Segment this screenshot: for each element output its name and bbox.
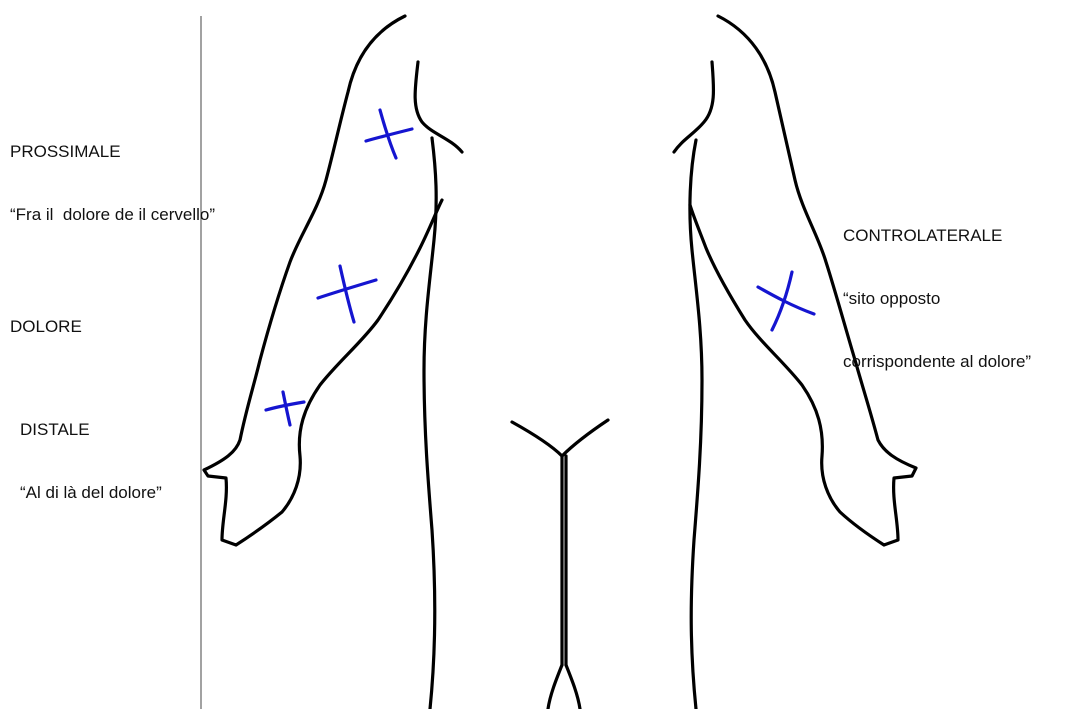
pain-title: DOLORE	[10, 316, 82, 337]
marker-contralateral	[758, 272, 814, 330]
marker-pain	[318, 266, 376, 322]
marker-distal	[266, 392, 304, 425]
contralateral-description-line1: “sito opposto	[843, 288, 1031, 309]
distal-title: DISTALE	[20, 419, 162, 440]
proximal-description: “Fra il dolore de il cervello”	[10, 204, 215, 225]
contralateral-label: CONTROLATERALE “sito opposto corrisponde…	[843, 183, 1031, 393]
proximal-title: PROSSIMALE	[10, 141, 215, 162]
contralateral-title: CONTROLATERALE	[843, 225, 1031, 246]
legs-outline	[512, 420, 608, 709]
proximal-label: PROSSIMALE “Fra il dolore de il cervello…	[10, 99, 215, 246]
distal-label: DISTALE “Al di là del dolore”	[20, 377, 162, 524]
left-arm-outline	[204, 16, 462, 545]
contralateral-description-line2: corrispondente al dolore”	[843, 351, 1031, 372]
marker-proximal	[366, 110, 412, 158]
pain-label: DOLORE	[10, 274, 82, 358]
distal-description: “Al di là del dolore”	[20, 482, 162, 503]
